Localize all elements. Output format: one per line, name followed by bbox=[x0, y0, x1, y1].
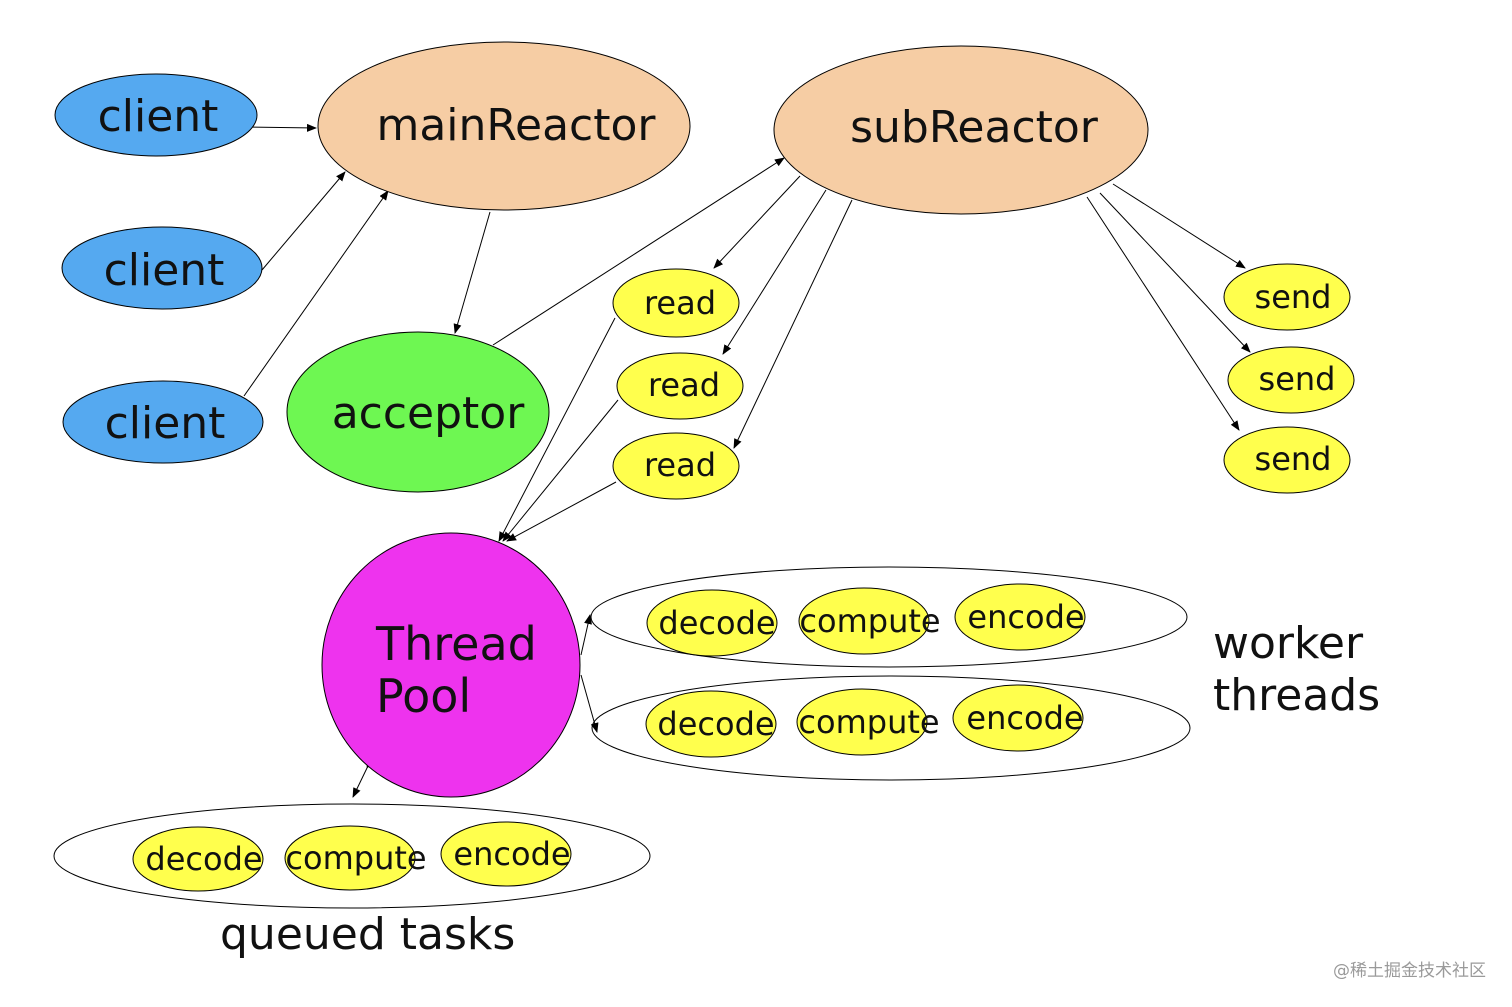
read-node-2-shape bbox=[616, 352, 744, 420]
worker-row-2-decode-label: decode bbox=[657, 705, 774, 743]
sub-reactor-node: subReactor bbox=[773, 45, 1149, 215]
read-node: read bbox=[616, 352, 744, 420]
queued-tasks-outline bbox=[53, 803, 651, 909]
client-node-3-label: client bbox=[105, 398, 226, 449]
client-node-3-shape bbox=[62, 380, 264, 464]
send-node: send bbox=[1223, 263, 1351, 331]
sub-reactor-label: subReactor bbox=[850, 102, 1099, 153]
client-node-1-shape bbox=[54, 73, 258, 157]
client-node: client bbox=[61, 226, 263, 310]
edge-subreactor-read3 bbox=[733, 199, 853, 449]
edge-mainreactor-acceptor bbox=[453, 211, 491, 334]
worker-row-1-outline bbox=[590, 566, 1188, 668]
queued-tasks-group: decode compute encode bbox=[53, 803, 651, 909]
thread-pool-node: Thread Pool bbox=[321, 532, 581, 798]
client-node: client bbox=[62, 380, 264, 464]
edge-client2-mainreactor bbox=[261, 171, 346, 271]
send-node-3-shape bbox=[1223, 426, 1351, 494]
acceptor-shape bbox=[286, 331, 550, 493]
worker-threads-label-line1: worker bbox=[1213, 618, 1364, 669]
acceptor-node: acceptor bbox=[286, 331, 550, 493]
send-node-3-label: send bbox=[1255, 440, 1332, 478]
worker-row-1-decode-shape bbox=[646, 589, 778, 657]
edge-subreactor-send2 bbox=[1099, 192, 1251, 353]
acceptor-label: acceptor bbox=[332, 388, 526, 439]
worker-row-1-compute-label: compute bbox=[799, 602, 940, 640]
queued-compute-label: compute bbox=[285, 839, 426, 877]
client-node-2-label: client bbox=[104, 245, 225, 296]
queued-decode-label: decode bbox=[145, 840, 262, 878]
worker-threads-label-line2: threads bbox=[1213, 670, 1380, 721]
read-node-2-label: read bbox=[648, 366, 720, 404]
read-node-1-label: read bbox=[644, 284, 716, 322]
client-node-2-shape bbox=[61, 226, 263, 310]
worker-row-2-compute-label: compute bbox=[798, 703, 939, 741]
queued-compute-shape bbox=[284, 825, 416, 891]
edge-read3-threadpool bbox=[506, 481, 617, 542]
worker-thread-row: decode compute encode bbox=[590, 566, 1188, 668]
edge-subreactor-read2 bbox=[722, 189, 827, 355]
worker-row-2-outline bbox=[591, 675, 1191, 781]
thread-pool-shape bbox=[321, 532, 581, 798]
thread-pool-label-line2: Pool bbox=[376, 669, 471, 723]
edge-threadpool-worker2 bbox=[580, 674, 599, 733]
queued-encode-label: encode bbox=[453, 835, 570, 873]
read-node: read bbox=[612, 268, 740, 338]
queued-tasks-label: queued tasks bbox=[220, 909, 515, 960]
connector-lines bbox=[242, 123, 1251, 798]
worker-row-2-compute-shape bbox=[796, 688, 928, 756]
edge-read1-threadpool bbox=[498, 317, 616, 542]
client-node: client bbox=[54, 73, 258, 157]
send-node: send bbox=[1227, 346, 1355, 414]
worker-row-1-encode-label: encode bbox=[967, 598, 1084, 636]
worker-row-1-encode-shape bbox=[954, 583, 1086, 651]
thread-pool-label-line1: Thread bbox=[375, 617, 537, 671]
read-node-3-shape bbox=[612, 432, 740, 500]
send-node-2-shape bbox=[1227, 346, 1355, 414]
read-node-3-label: read bbox=[644, 446, 716, 484]
worker-thread-row: decode compute encode bbox=[591, 675, 1191, 781]
read-node-1-shape bbox=[612, 268, 740, 338]
read-node: read bbox=[612, 432, 740, 500]
worker-row-2-decode-shape bbox=[645, 690, 777, 758]
edge-client3-mainreactor bbox=[243, 190, 389, 397]
sub-reactor-shape bbox=[773, 45, 1149, 215]
queued-decode-shape bbox=[132, 826, 264, 892]
send-node-1-shape bbox=[1223, 263, 1351, 331]
worker-row-1-compute-shape bbox=[798, 587, 930, 655]
edge-threadpool-worker1 bbox=[580, 614, 592, 656]
send-node-1-label: send bbox=[1255, 278, 1332, 316]
edge-subreactor-read1 bbox=[713, 175, 801, 269]
edge-read2-threadpool bbox=[502, 399, 619, 542]
client-node-1-label: client bbox=[98, 91, 219, 142]
main-reactor-node: mainReactor bbox=[317, 41, 691, 211]
watermark-text: @稀土掘金技术社区 bbox=[1333, 961, 1486, 981]
edge-subreactor-send1 bbox=[1112, 183, 1246, 269]
worker-row-2-encode-shape bbox=[952, 684, 1084, 752]
edge-client1-mainreactor bbox=[242, 123, 317, 132]
send-node-2-label: send bbox=[1259, 360, 1336, 398]
edge-subreactor-send3 bbox=[1086, 196, 1240, 431]
edge-threadpool-queue bbox=[352, 758, 375, 798]
queued-encode-shape bbox=[440, 821, 572, 887]
worker-row-1-decode-label: decode bbox=[658, 604, 775, 642]
worker-row-2-encode-label: encode bbox=[966, 699, 1083, 737]
main-reactor-shape bbox=[317, 41, 691, 211]
main-reactor-label: mainReactor bbox=[376, 100, 656, 151]
edge-acceptor-subreactor bbox=[492, 157, 785, 346]
send-node: send bbox=[1223, 426, 1351, 494]
